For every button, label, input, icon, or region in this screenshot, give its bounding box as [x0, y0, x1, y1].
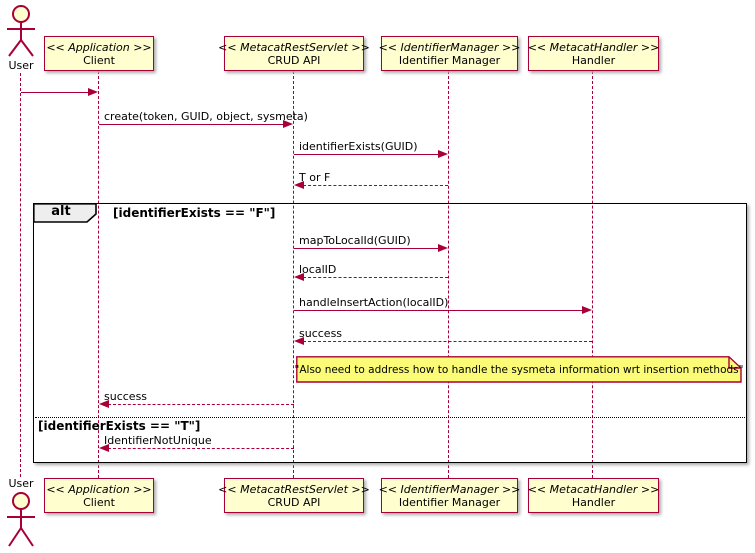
- arrowhead-icon: [294, 180, 304, 189]
- message-map-to-local-id-line: [294, 248, 440, 249]
- arrowhead-icon: [294, 272, 304, 281]
- message-identifier-exists-line: [294, 154, 440, 155]
- lifeline-identifier-manager: [448, 71, 449, 478]
- message-success-client-line: [108, 404, 294, 405]
- actor-user-label-top: User: [8, 59, 34, 72]
- message-identifier-not-unique-label: IdentifierNotUnique: [104, 434, 212, 447]
- participant-identifier-manager: << IdentifierManager >> Identifier Manag…: [378, 36, 521, 71]
- message-map-to-local-id-label: mapToLocalId(GUID): [299, 234, 411, 247]
- participant-crud-api-name: CRUD API: [267, 495, 321, 509]
- participant-client-name: Client: [83, 53, 115, 67]
- message-success-client-label: success: [104, 390, 148, 403]
- participant-identifier-manager-name: Identifier Manager: [398, 495, 501, 509]
- participant-client: << Application >> Client: [44, 36, 154, 71]
- participant-crud-api: << MetacatRestServlet >> CRUD API: [218, 36, 370, 71]
- alt-pentagon-icon: [33, 203, 97, 223]
- message-success-handler-label: success: [299, 327, 343, 340]
- arrowhead-icon: [99, 443, 109, 452]
- arrowhead-icon: [294, 336, 304, 345]
- participant-handler-name: Handler: [571, 53, 616, 67]
- participant-crud-api-name: CRUD API: [267, 53, 321, 67]
- arrowhead-icon: [283, 119, 293, 128]
- message-handle-insert-action-label: handleInsertAction(localID): [299, 296, 449, 309]
- alt-condition-else: [identifierExists == "T"]: [38, 419, 201, 433]
- arrowhead-icon: [99, 399, 109, 408]
- message-create-line: [99, 124, 285, 125]
- participant-identifier-manager-stereotype: << IdentifierManager >>: [378, 482, 521, 496]
- message-handle-insert-action-line: [294, 310, 584, 311]
- participant-identifier-manager-stereotype: << IdentifierManager >>: [378, 40, 521, 54]
- message-identifier-not-unique-line: [108, 448, 294, 449]
- participant-handler: << MetacatHandler >> Handler: [528, 36, 659, 71]
- participant-client-stereotype: << Application >>: [46, 482, 152, 496]
- note-shape-icon: [296, 356, 742, 383]
- message-identifier-exists-label: identifierExists(GUID): [299, 140, 418, 153]
- message-local-id-line: [303, 277, 448, 278]
- alt-frame: [33, 203, 747, 463]
- arrowhead-icon: [88, 87, 98, 96]
- message-user-to-client-line: [21, 92, 90, 93]
- participant-crud-api-stereotype: << MetacatRestServlet >>: [218, 482, 370, 496]
- participant-client-stereotype: << Application >>: [46, 40, 152, 54]
- note-text: "Also need to address how to handle the …: [294, 363, 744, 376]
- alt-frame-operator: alt: [33, 203, 97, 223]
- arrowhead-icon: [438, 243, 448, 252]
- arrowhead-icon: [438, 149, 448, 158]
- message-success-handler-line: [303, 341, 592, 342]
- participant-client-name: Client: [83, 495, 115, 509]
- note: "Also need to address how to handle the …: [294, 356, 744, 383]
- lifeline-handler: [592, 71, 593, 478]
- message-t-or-f-label: T or F: [299, 171, 331, 184]
- lifeline-crud-api: [293, 71, 294, 478]
- participant-handler-name: Handler: [571, 495, 616, 509]
- message-local-id-label: localID: [299, 263, 337, 276]
- alt-operator-label: alt: [51, 204, 71, 219]
- participant-handler-stereotype: << MetacatHandler >>: [527, 40, 660, 54]
- message-t-or-f-line: [303, 185, 448, 186]
- arrowhead-icon: [582, 305, 592, 314]
- participant-handler-stereotype: << MetacatHandler >>: [527, 482, 660, 496]
- actor-user-icon-bottom: [7, 492, 35, 547]
- actor-user-label-bottom: User: [8, 477, 34, 490]
- participant-identifier-manager-bottom: << IdentifierManager >> Identifier Manag…: [378, 478, 521, 513]
- alt-condition-if: [identifierExists == "F"]: [113, 206, 276, 220]
- alt-divider: [35, 417, 745, 418]
- participant-identifier-manager-name: Identifier Manager: [398, 53, 501, 67]
- participant-handler-bottom: << MetacatHandler >> Handler: [528, 478, 659, 513]
- actor-user-icon: [7, 5, 35, 57]
- lifeline-user: [20, 73, 21, 477]
- participant-client-bottom: << Application >> Client: [44, 478, 154, 513]
- message-create-label: create(token, GUID, object, sysmeta): [104, 110, 308, 123]
- participant-crud-api-bottom: << MetacatRestServlet >> CRUD API: [218, 478, 370, 513]
- participant-crud-api-stereotype: << MetacatRestServlet >>: [218, 40, 370, 54]
- lifeline-client: [98, 71, 99, 478]
